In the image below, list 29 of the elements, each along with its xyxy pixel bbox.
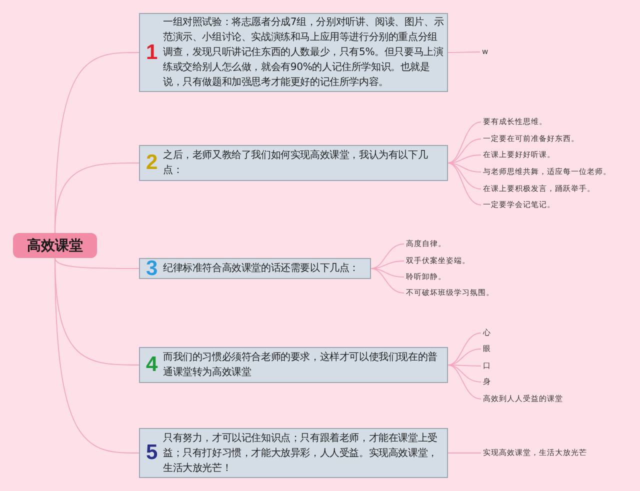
topic-text: 一组对照试验：将志愿者分成7组，分别对听讲、阅读、图片、示范演示、小组讨论、实战演练和马上应用等进行分别的重点分组调查，发现只听讲记住东西的人数最少，只有5%。但只要马上演练或交给别人怎么做，就会有90%的人记住所学知识。也就是说，只有做题和加强思考才能更好的记住所学内容。 [163, 16, 444, 90]
topic-box [139, 145, 448, 181]
topic-box [139, 347, 448, 383]
topic-text: 只有努力，才可以记住知识点；只有跟着老师，才能在课堂上受益；只有打好习惯，才能大放异彩，人人受益。实现高效课堂，生活大放光芒！ [163, 432, 438, 476]
branch-line [448, 332, 482, 366]
branch-line [370, 268, 404, 294]
branch-line [54, 162, 140, 234]
branch-line [54, 258, 140, 269]
step-number: 5 [146, 441, 158, 465]
branch-line [448, 52, 480, 53]
step-number: 4 [146, 353, 158, 377]
step-number: 2 [146, 151, 158, 175]
topic-box [139, 258, 371, 279]
step-number: 1 [146, 40, 158, 64]
step-number: 3 [146, 256, 158, 280]
branch-line [370, 244, 404, 269]
branch-line [448, 122, 482, 164]
branch-line [448, 162, 482, 190]
topic-text: 之后，老师又教给了我们如何实现高效课堂，我认为有以下几点： [163, 148, 429, 178]
topic-box [139, 428, 448, 478]
topic-text: 纪律标准符合高效课堂的话还需要以下几点： [163, 262, 360, 276]
branch-line [448, 364, 482, 400]
branch-line [448, 162, 482, 206]
branch-line [448, 452, 482, 454]
topic-text: 而我们的习惯必须符合老师的要求，这样才可以使我们现在的普通课堂转为高效课堂 [163, 350, 438, 380]
branch-line [370, 268, 404, 278]
central-topic: 高效课堂 [13, 233, 97, 258]
branch-line [54, 258, 140, 454]
branch-line [448, 364, 482, 382]
